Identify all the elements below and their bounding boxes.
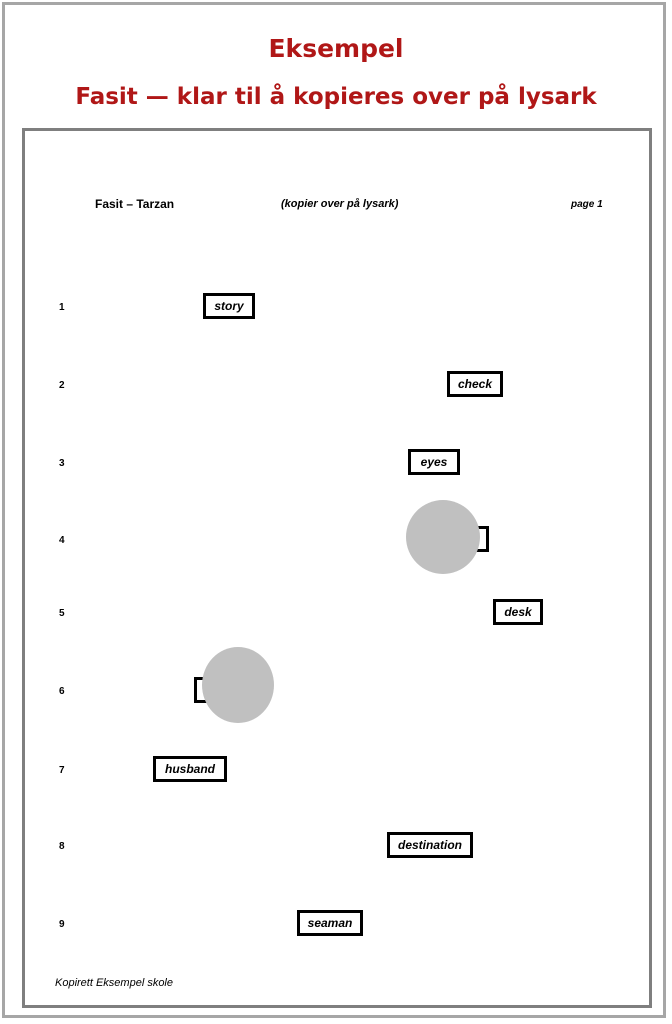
- answer-box-9: seaman: [297, 910, 363, 936]
- answer-box-5: desk: [493, 599, 543, 625]
- row-number-3: 3: [59, 458, 65, 469]
- redaction-circle: [406, 500, 480, 574]
- row-number-2: 2: [59, 380, 65, 391]
- answer-sheet: Fasit – Tarzan (kopier over på lysark) p…: [22, 128, 652, 1008]
- sheet-subtitle: (kopier over på lysark): [281, 198, 399, 210]
- answer-box-3: eyes: [408, 449, 460, 475]
- heading-title: Eksempel: [268, 34, 404, 63]
- copyright-footer: Kopirett Eksempel skole: [55, 977, 173, 989]
- row-number-9: 9: [59, 919, 65, 930]
- answer-box-7: husband: [153, 756, 227, 782]
- redaction-circle: [202, 647, 274, 723]
- answer-box-2: check: [447, 371, 503, 397]
- row-number-7: 7: [59, 765, 65, 776]
- page-number: page 1: [571, 199, 603, 210]
- row-number-1: 1: [59, 302, 65, 313]
- answer-box-1: story: [203, 293, 255, 319]
- row-number-5: 5: [59, 608, 65, 619]
- heading-subtitle: Fasit — klar til å kopieres over på lysa…: [75, 84, 597, 110]
- row-number-4: 4: [59, 535, 65, 546]
- row-number-8: 8: [59, 841, 65, 852]
- sheet-title: Fasit – Tarzan: [95, 197, 175, 211]
- row-number-6: 6: [59, 686, 65, 697]
- answer-box-8: destination: [387, 832, 473, 858]
